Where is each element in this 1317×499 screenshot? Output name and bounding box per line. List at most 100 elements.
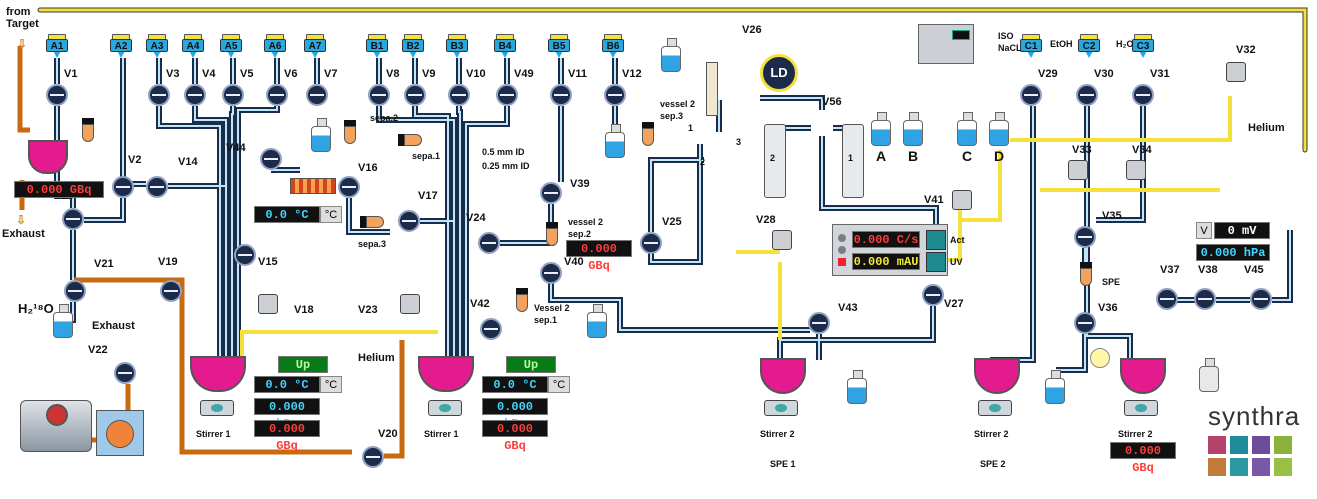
stirrer-1a[interactable] [200,400,234,416]
v34-actuator[interactable] [1126,160,1146,180]
hplc-uv-button[interactable] [926,252,946,272]
valve-v5[interactable] [222,84,244,106]
r1-status-display[interactable]: Up [278,356,328,373]
valve-v27[interactable] [922,284,944,306]
id-05-label: 0.5 mm ID [482,147,525,157]
valve-v17[interactable] [398,210,420,232]
valve-v14[interactable] [146,176,168,198]
tube-core-48 [821,136,937,230]
valve-v20[interactable] [362,446,384,468]
valve-v6[interactable] [266,84,288,106]
r1-unit-button[interactable]: °C [320,376,342,393]
vial-c3: C3 [1132,34,1154,58]
tube-core-24 [84,198,124,221]
vial-c1: C1 [1020,34,1042,58]
valve-label-v12: V12 [622,68,642,80]
brand-logo-square-5 [1230,458,1248,476]
valve-v3[interactable] [148,84,170,106]
valve-v40[interactable] [540,262,562,284]
stirrer-1b-label: Stirrer 1 [424,429,459,439]
valve-v9[interactable] [404,84,426,106]
v23-actuator[interactable] [400,294,420,314]
valve-v45[interactable] [1250,288,1272,310]
valve-v25[interactable] [640,232,662,254]
stirrer-2b[interactable] [978,400,1012,416]
brand-logo-square-7 [1274,458,1292,476]
brand-logo-square-2 [1252,436,1270,454]
valve-v44[interactable] [260,148,282,170]
valve-v13[interactable] [62,208,84,230]
valve-v37[interactable] [1156,288,1178,310]
valve-v38[interactable] [1194,288,1216,310]
lamp-icon [1090,348,1110,368]
r1-activity-display: 0.000 GBq [254,420,320,453]
valve-v7[interactable] [306,84,328,106]
valve-v31[interactable] [1132,84,1154,106]
brand-logo-square-3 [1274,436,1292,454]
stirrer-1b[interactable] [428,400,462,416]
v41-actuator[interactable] [952,190,972,210]
v32-actuator[interactable] [1226,62,1246,82]
valve-v30[interactable] [1076,84,1098,106]
v28-actuator[interactable] [772,230,792,250]
valve-v36[interactable] [1074,312,1096,334]
v33-actuator[interactable] [1068,160,1088,180]
stirrer-2c[interactable] [1124,400,1158,416]
valve-v22[interactable] [114,362,136,384]
valve-v24[interactable] [478,232,500,254]
vial-b4: B4 [494,34,516,58]
valve-label-v3: V3 [166,68,180,80]
valve-v1[interactable] [46,84,68,106]
valve-v49[interactable] [496,84,518,106]
valve-v19[interactable] [160,280,182,302]
v-button[interactable]: V [1196,222,1212,239]
valve-v35[interactable] [1074,226,1096,248]
valve-v8[interactable] [368,84,390,106]
valve-label-v28: V28 [756,214,776,226]
valve-v39[interactable] [540,182,562,204]
valve-v43[interactable] [808,312,830,334]
valve-v2[interactable] [112,176,134,198]
valve-v42[interactable] [480,318,502,340]
valve-v29[interactable] [1020,84,1042,106]
valve-label-v22: V22 [88,344,108,356]
r2-unit-button[interactable]: °C [548,376,570,393]
hplc-indicator-2 [838,246,846,254]
hplc-act-label: Act [950,235,965,245]
solvent-a-bottle [870,112,892,146]
valve-v16[interactable] [338,176,360,198]
vial-a5: A5 [220,34,242,58]
valve-v4[interactable] [184,84,206,106]
valve-v21[interactable] [64,280,86,302]
column-1 [842,124,864,198]
hplc-radio-display: 0.000 C/s [852,231,920,248]
cartridge-sepa3 [360,214,388,230]
r2-status-display[interactable]: Up [506,356,556,373]
valve-label-v33: V33 [1072,144,1092,156]
vial-b1: B1 [366,34,388,58]
syringe[interactable] [706,62,718,116]
valve-label-v25: V25 [662,216,682,228]
valve-v11[interactable] [550,84,572,106]
brand-logo-square-6 [1252,458,1270,476]
vial-label-a7: A7 [304,39,326,52]
brand-logo-square-1 [1230,436,1248,454]
cooling-unit-button[interactable]: °C [320,206,342,223]
valve-label-v41: V41 [924,194,944,206]
vent-line-0 [17,46,30,133]
valve-label-v39: V39 [570,178,590,190]
loop-detector[interactable]: LD [760,54,798,92]
valve-v15[interactable] [234,244,256,266]
tube-core-16 [237,106,278,360]
vial-a7: A7 [304,34,326,58]
stirrer-1a-label: Stirrer 1 [196,429,231,439]
valve-v12[interactable] [604,84,626,106]
tube-core-15 [231,106,234,360]
valve-v10[interactable] [448,84,470,106]
sepa2-label: sepa.2 [370,113,399,123]
cartridge-sepa2 [342,120,358,148]
stirrer-2a[interactable] [764,400,798,416]
vent-line-1 [74,277,352,455]
hplc-act-button[interactable] [926,230,946,250]
v18-actuator[interactable] [258,294,278,314]
